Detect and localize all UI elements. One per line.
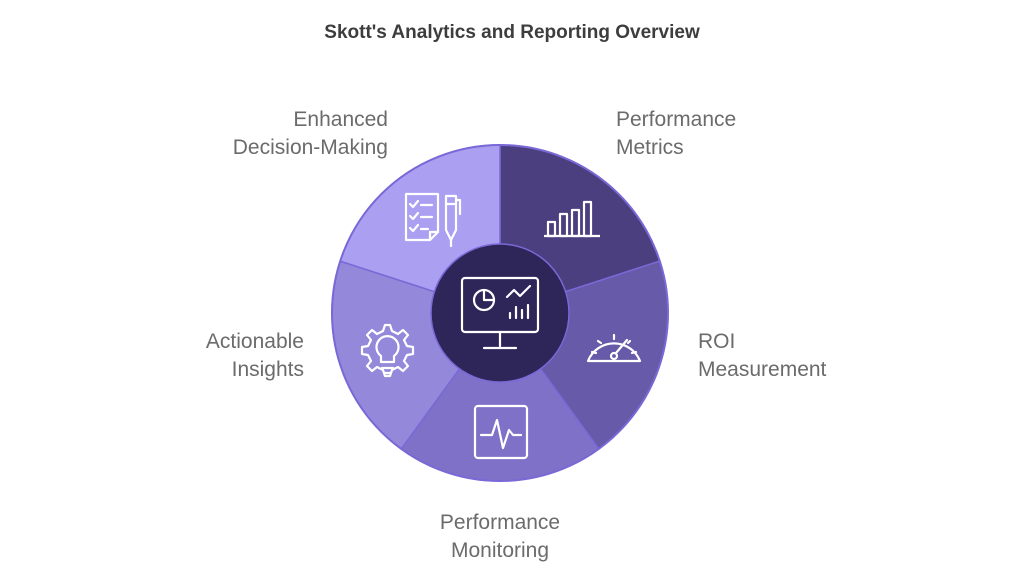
speedometer-icon: [586, 333, 642, 363]
lightbulb-gear-icon: [360, 323, 415, 378]
pulse-monitor-icon: [473, 404, 529, 460]
bar-chart-icon: [544, 200, 600, 238]
ring-outline: [331, 144, 669, 482]
monitor-dashboard-icon: [460, 276, 540, 350]
center-hub: [430, 243, 570, 383]
checklist-pen-icon: [404, 192, 462, 248]
diagram-title: Skott's Analytics and Reporting Overview: [324, 22, 700, 43]
